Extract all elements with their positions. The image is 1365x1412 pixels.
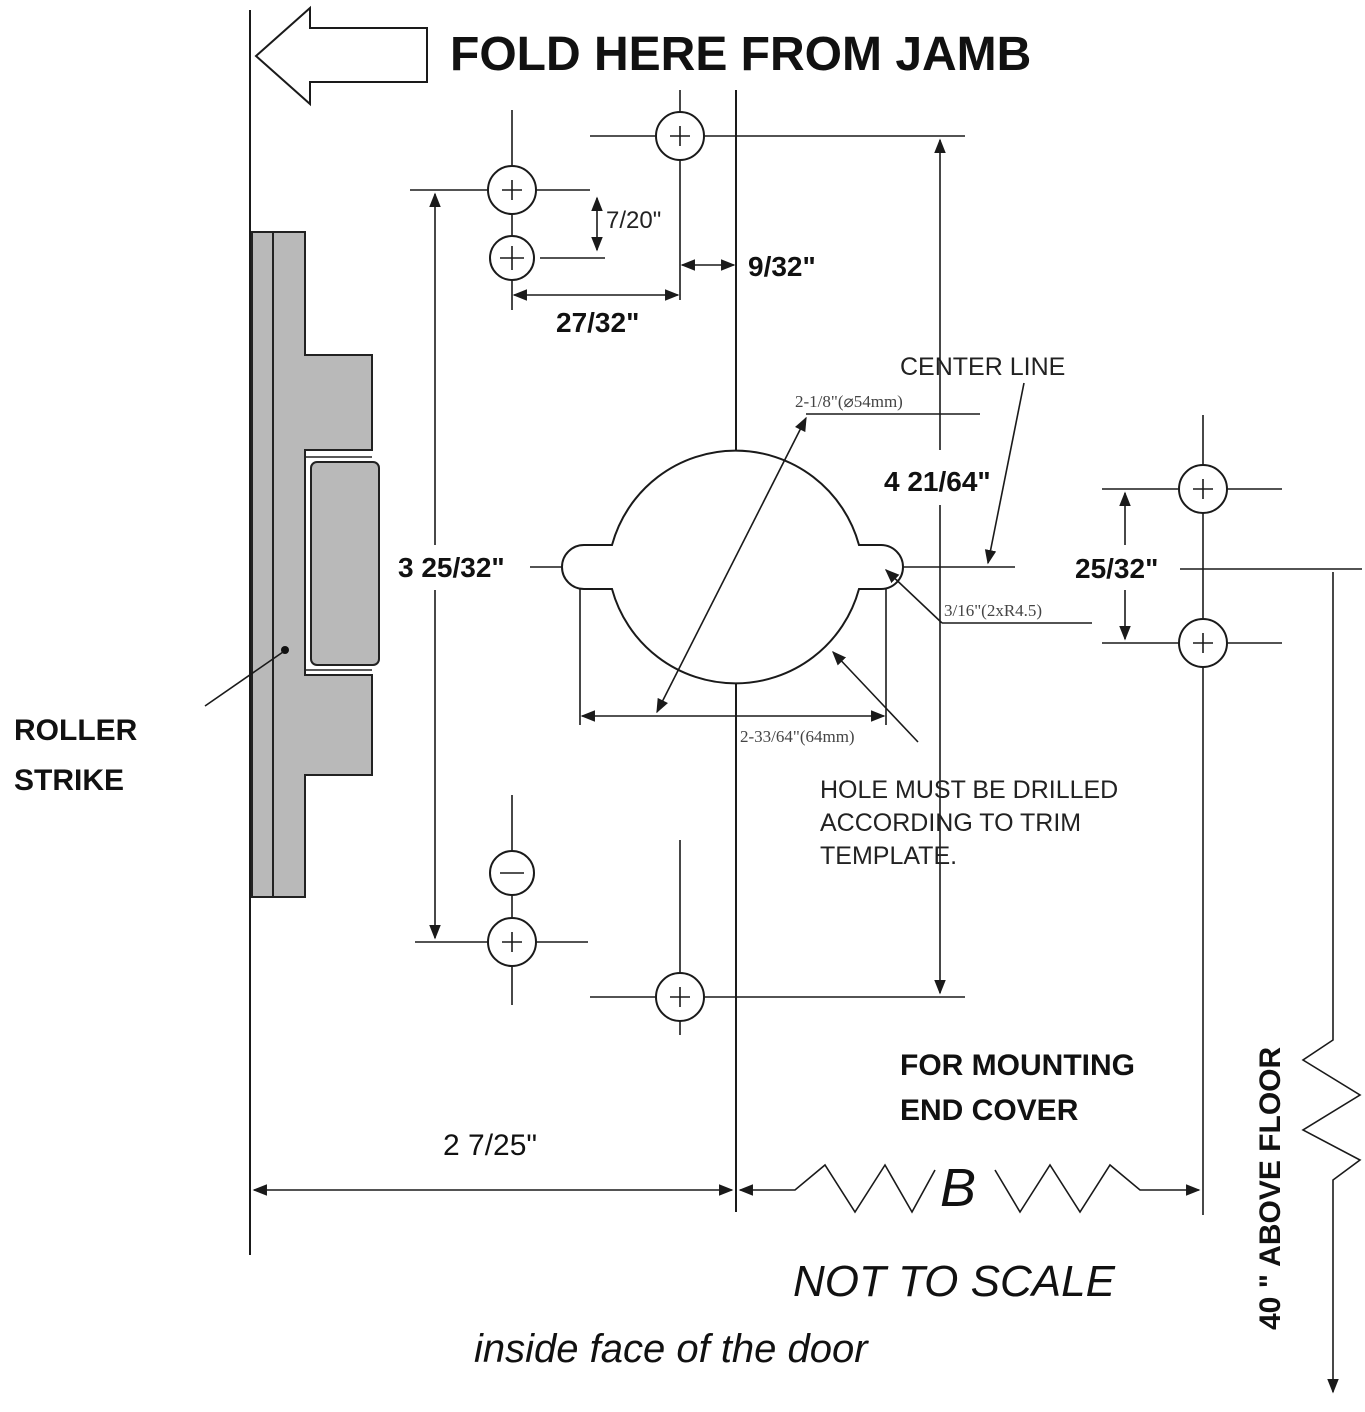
b-zigzag-left <box>738 1163 936 1214</box>
dim-3-25-32: 3 25/32" <box>398 552 505 583</box>
hole-pair-upper <box>410 110 605 310</box>
b-zigzag-right <box>994 1163 1201 1214</box>
radius-leader <box>884 569 943 624</box>
mounting-label-line2: END COVER <box>900 1094 1079 1127</box>
dim-4-21-64: 4 21/64" <box>884 466 991 497</box>
hole-note-line1: HOLE MUST BE DRILLED <box>820 776 1118 804</box>
fold-arrow-icon <box>254 5 428 107</box>
main-bore-hole <box>561 449 904 685</box>
mounting-hole-bottom <box>590 840 965 1035</box>
end-cover-holes <box>1102 415 1282 1215</box>
inside-face-label: inside face of the door <box>474 1327 869 1371</box>
center-line-leader <box>984 382 1025 565</box>
dim-width: 2-33/64"(64mm) <box>740 727 855 746</box>
dim-diameter: 2-1/8"(⌀54mm) <box>795 392 903 411</box>
hole-pair-lower <box>415 795 588 1005</box>
roller-label-line1: ROLLER <box>14 714 138 747</box>
floor-break-line <box>1301 572 1362 1394</box>
above-floor-label: 40 " ABOVE FLOOR <box>1254 1047 1287 1330</box>
not-to-scale-label: NOT TO SCALE <box>793 1257 1116 1306</box>
dim-7-20: 7/20" <box>606 207 661 234</box>
roller-strike <box>251 231 380 898</box>
fold-title: FOLD HERE FROM JAMB <box>450 28 1031 81</box>
dim-radius: 3/16"(2xR4.5) <box>944 601 1042 620</box>
roller-label-line2: STRIKE <box>14 764 124 797</box>
b-label: B <box>940 1158 976 1218</box>
hole-note-line2: ACCORDING TO TRIM <box>820 809 1081 837</box>
dim-27-32: 27/32" <box>556 307 639 338</box>
diameter-line <box>656 416 807 714</box>
mounting-label-line1: FOR MOUNTING <box>900 1049 1135 1082</box>
hole-note-leader <box>832 650 919 743</box>
hole-note-line3: TEMPLATE. <box>820 842 957 870</box>
center-line-label: CENTER LINE <box>900 353 1065 381</box>
roller-strike-leader <box>204 651 284 707</box>
dim-2-7-25: 2 7/25" <box>443 1129 537 1162</box>
dim-25-32: 25/32" <box>1075 553 1158 584</box>
dim-9-32: 9/32" <box>748 251 816 282</box>
mounting-hole-top <box>590 90 965 300</box>
